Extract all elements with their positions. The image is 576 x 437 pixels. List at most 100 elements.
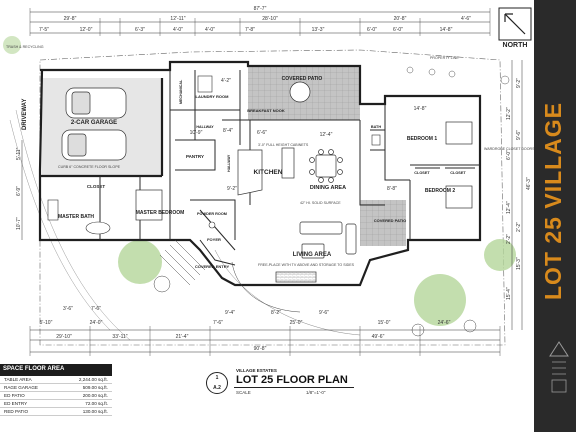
svg-text:12'-0": 12'-0": [80, 27, 93, 33]
svg-text:6'-9": 6'-9": [16, 186, 22, 196]
mechanical-label: MECHANICAL: [179, 79, 183, 104]
svg-text:6'-6": 6'-6": [257, 130, 267, 136]
covered-patio-2-label: COVERED PATIO: [374, 218, 407, 223]
entry-steps: [159, 239, 301, 313]
tree-icon: [414, 274, 466, 326]
foyer-label: FOYER: [207, 237, 221, 242]
svg-text:6'-0": 6'-0": [506, 150, 512, 160]
scale-value: 1/8"=1'-0": [306, 390, 326, 395]
svg-text:10'-9": 10'-9": [190, 130, 203, 136]
garage-cars: [61, 87, 127, 161]
title-underline: [234, 387, 354, 388]
svg-text:8'-2": 8'-2": [271, 310, 281, 316]
interior-walls: [99, 70, 480, 266]
svg-text:49'-6": 49'-6": [372, 334, 385, 340]
patio-table: [289, 81, 311, 103]
svg-text:24'-0": 24'-0": [90, 320, 103, 326]
powder-room-label: POWDER ROOM: [197, 212, 227, 216]
tree-icon: [3, 36, 21, 54]
svg-text:14'-8": 14'-8": [414, 106, 427, 112]
svg-text:2'-2": 2'-2": [516, 222, 522, 232]
hallway-label: HALLWAY: [227, 154, 231, 172]
pantry-label: PANTRY: [186, 154, 204, 159]
shrub-icon: [463, 319, 477, 333]
svg-text:4'-0": 4'-0": [205, 27, 215, 33]
svg-text:20'-8": 20'-8": [394, 16, 407, 22]
sheet-reference: 1 A.2: [206, 372, 228, 394]
master-closet-label: CLOSET: [87, 184, 106, 189]
driveway-label: DRIVEWAY: [22, 99, 28, 130]
curb-note: CURB 6" CONCRETE FLOOR SLOPE: [58, 165, 121, 169]
hallway-label: HALLWAY: [196, 125, 214, 129]
kitchen-fixtures: [237, 81, 343, 196]
side-sofa: [345, 223, 357, 255]
north-label: NORTH: [502, 42, 528, 49]
svg-text:25'-0": 25'-0": [290, 320, 303, 326]
svg-text:14'-8": 14'-8": [440, 27, 453, 33]
bedroom1-closet-label: CLOSET: [414, 171, 430, 175]
svg-text:12'-4": 12'-4": [506, 201, 512, 214]
svg-text:7'-5": 7'-5": [39, 27, 49, 33]
fireplace-icon: [275, 271, 317, 283]
bedroom2-bed-icon: [445, 185, 473, 209]
svg-text:4'-6": 4'-6": [461, 16, 471, 22]
svg-text:5'-10": 5'-10": [40, 320, 53, 326]
floor-area-title: SPACE FLOOR AREA: [0, 364, 112, 376]
dining-note: 42" HI. SOLID SURFACE: [300, 201, 341, 205]
svg-text:21'-4": 21'-4": [176, 334, 189, 340]
breakfast-nook-label: BREAKFAST NOOK: [247, 108, 285, 113]
sheet-ref-sheet: A.2: [213, 385, 221, 391]
shrub-icon: [153, 275, 171, 293]
bedroom1-label: BEDROOM 1: [407, 136, 438, 142]
svg-text:13'-3": 13'-3": [312, 27, 325, 33]
kitchen-label: KITCHEN: [254, 169, 283, 176]
svg-text:8'-8": 8'-8": [387, 186, 397, 192]
coffee-table: [301, 243, 325, 259]
laundry-washer-icon: [197, 75, 213, 93]
bathtub-icon: [85, 221, 111, 235]
svg-text:29'-10": 29'-10": [56, 334, 72, 340]
svg-text:90'-8": 90'-8": [254, 346, 267, 352]
bedroom2-closet-label: CLOSET: [450, 171, 466, 175]
svg-text:12'-11": 12'-11": [170, 16, 185, 22]
laundry-label: LAUNDRY ROOM: [196, 94, 230, 99]
svg-text:12'-2": 12'-2": [506, 107, 512, 120]
svg-text:9'-2": 9'-2": [227, 186, 237, 192]
fireplace-note: FREE-PLACE WITH TV ABOVE AND STORAGE TO …: [258, 263, 355, 267]
covered-patio-label: COVERED PATIO: [282, 76, 323, 82]
svg-text:4'-0": 4'-0": [173, 27, 183, 33]
dimension-lines: [21, 8, 523, 356]
svg-text:4'-2": 4'-2": [221, 78, 231, 84]
svg-text:15'-3": 15'-3": [516, 257, 522, 270]
bath-toilet-icon: [371, 134, 381, 146]
svg-text:15'-4": 15'-4": [506, 287, 512, 300]
svg-text:7'-6": 7'-6": [213, 320, 223, 326]
garage-label: 2-CAR GARAGE: [71, 120, 117, 126]
tree-icon: [484, 239, 516, 271]
landscape-trees: [3, 36, 516, 337]
svg-text:10'-7": 10'-7": [16, 217, 22, 230]
svg-text:6'-0": 6'-0": [393, 27, 403, 33]
side-lot-text: LOT 25 VILLAGE: [540, 101, 566, 300]
kitchen-counter: [237, 149, 263, 196]
beds: [135, 121, 473, 221]
sheet-ref-number: 1: [215, 375, 219, 381]
wardrobe-note: WARDROBE CLOSET DOORS: [484, 147, 535, 151]
svg-text:9'-4": 9'-4": [225, 310, 235, 316]
svg-text:5'-11": 5'-11": [16, 147, 22, 160]
svg-text:7'-6": 7'-6": [91, 306, 101, 312]
plan-subtitle: VILLAGE ESTATES: [236, 368, 277, 373]
living-furniture: [275, 221, 357, 283]
living-label: LIVING AREA: [293, 252, 332, 258]
dining-table: [315, 154, 337, 178]
covered-patio-2-fill: [360, 200, 406, 246]
svg-text:7'-8": 7'-8": [245, 27, 255, 33]
svg-text:9'-6": 9'-6": [319, 310, 329, 316]
toilet-icon: [208, 221, 216, 229]
title-block: 1 A.2 VILLAGE ESTATES LOT 25 FLOOR PLAN …: [196, 364, 386, 412]
